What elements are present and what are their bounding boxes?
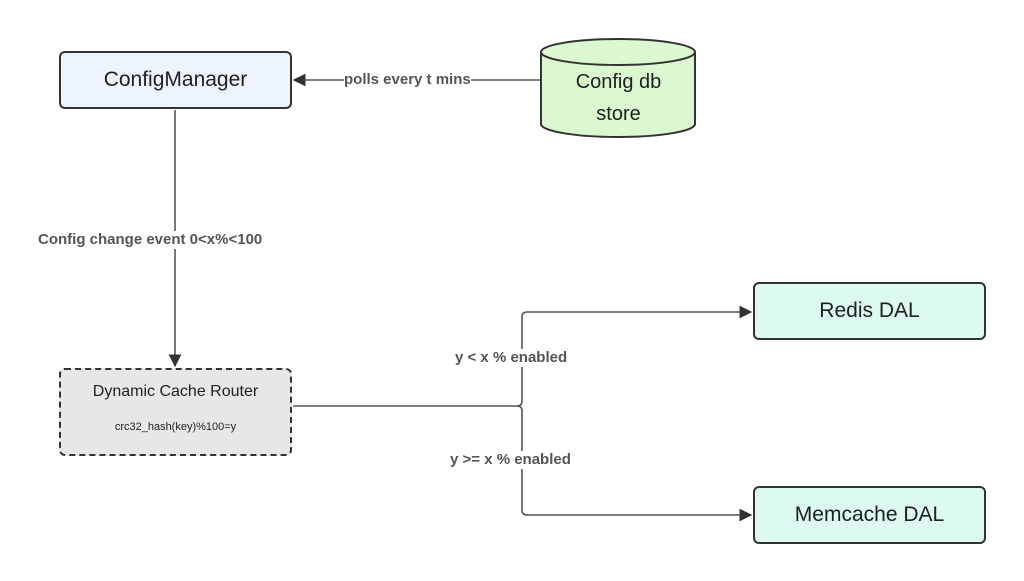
- polls-label: polls every t mins: [344, 71, 471, 89]
- config-db-label: Config db store: [540, 66, 697, 130]
- memcache-dal-node: Memcache DAL: [753, 486, 986, 544]
- config-db-cylinder: [540, 38, 696, 138]
- config-db-label-line1: Config db: [575, 71, 662, 93]
- redis-condition-label: y < x % enabled: [455, 349, 568, 367]
- redis-dal-node: Redis DAL: [753, 282, 986, 340]
- config-manager-node: ConfigManager: [59, 51, 292, 109]
- memcache-connector: [516, 405, 753, 522]
- config-db-label-line2: store: [596, 103, 641, 125]
- router-formula: crc32_hash(key)%100=y: [114, 421, 237, 433]
- memcache-condition-label: y >= x % enabled: [450, 451, 571, 469]
- dynamic-cache-router-node: Dynamic Cache Router crc32_hash(key)%100…: [59, 368, 292, 456]
- config-change-label: Config change event 0<x%<100: [38, 231, 263, 249]
- router-title: Dynamic Cache Router: [92, 383, 259, 400]
